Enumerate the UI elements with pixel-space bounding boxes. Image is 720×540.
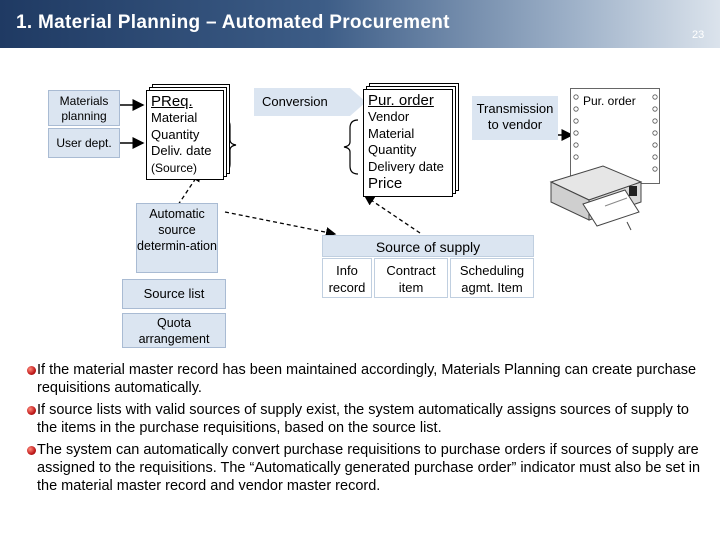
po-price: Price (368, 175, 403, 192)
bullet-text: If the material master record has been m… (37, 362, 697, 396)
bullet-item: If source lists with valid sources of su… (27, 402, 707, 437)
source-of-supply-title: Source of supply (322, 235, 534, 257)
bullet-icon (27, 366, 36, 375)
sos-item-text: Contract item (386, 263, 436, 295)
bullet-icon (27, 446, 36, 456)
header-bar: 1. Material Planning – Automated Procure… (0, 0, 720, 48)
user-dept-text: User dept. (56, 136, 112, 150)
dashed-auto-to-sos (224, 211, 337, 238)
quota-text: Quota arrangement (138, 316, 210, 346)
automatic-source-label: Automatic source determin-ation (136, 203, 218, 273)
preq-brace (221, 117, 237, 173)
preq-row: Quantity (151, 126, 200, 142)
page-number: 23 (692, 29, 705, 41)
sos-contract-item: Contract item (374, 258, 448, 298)
preq-row: Deliv. date (151, 143, 212, 158)
preq-row: Material (151, 110, 198, 125)
transmission-box: Transmission to vendor (472, 96, 558, 140)
bullet-item: The system can automatically convert pur… (27, 442, 707, 495)
source-list-label: Source list (122, 279, 226, 309)
conversion-text: Conversion (262, 94, 328, 109)
transmission-text: Transmission to vendor (476, 101, 554, 132)
preq-document: PReq. Material Quantity Deliv. date (Sou… (146, 90, 224, 180)
preq-title: PReq. (151, 93, 193, 110)
po-document: Pur. order Vendor Material Quantity Deli… (363, 89, 453, 197)
po-row: Material (368, 125, 415, 141)
po-title: Pur. order (368, 92, 434, 109)
sos-info-record: Info record (322, 258, 372, 298)
bullet-item: If the material master record has been m… (27, 362, 707, 397)
printed-po-title: Pur. order (583, 94, 636, 108)
po-brace (343, 119, 359, 175)
bullet-icon (27, 406, 36, 416)
materials-planning-label: Materials planning (48, 90, 120, 126)
sprocket-holes (573, 94, 658, 172)
page-title: 1. Material Planning – Automated Procure… (16, 12, 450, 33)
sos-item-text: Scheduling agmt. Item (459, 263, 525, 295)
quota-label: Quota arrangement (122, 313, 226, 348)
bullet-text: The system can automatically convert pur… (37, 442, 701, 494)
dashed-sos-to-po (363, 195, 421, 234)
bullet-list: If the material master record has been m… (27, 362, 707, 500)
po-row: Delivery date (368, 158, 444, 174)
po-row: Vendor (368, 109, 410, 124)
source-list-text: Source list (143, 286, 205, 301)
conversion-arrow: Conversion (254, 88, 366, 116)
printer-icon (549, 165, 643, 231)
bullet-text: If source lists with valid sources of su… (37, 402, 689, 436)
po-row: Quantity (368, 142, 417, 157)
sos-item-text: Info record (328, 263, 366, 295)
conversion-arrow-shape (254, 88, 366, 116)
preq-row: (Source) (151, 160, 198, 175)
automatic-source-text: Automatic source determin-ation (137, 207, 217, 253)
materials-planning-text: Materials planning (59, 94, 109, 123)
sos-scheduling-agreement: Scheduling agmt. Item (450, 258, 534, 298)
user-dept-label: User dept. (48, 128, 120, 158)
